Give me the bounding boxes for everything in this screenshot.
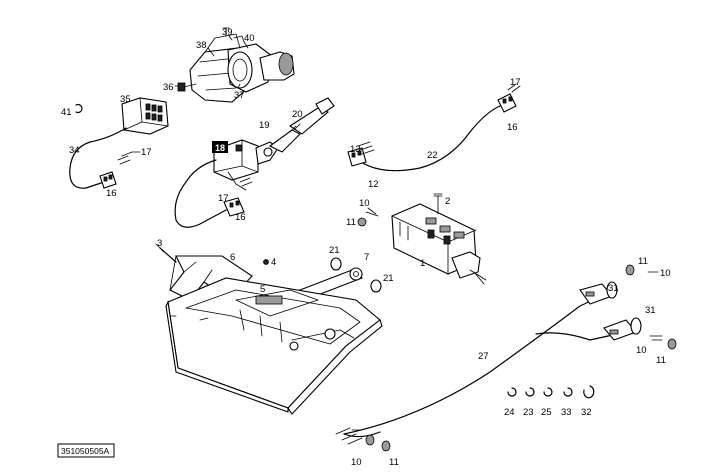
callout-16-left: 16: [106, 188, 117, 199]
callout-21-upper: 21: [329, 245, 340, 256]
callout-37: 37: [234, 90, 245, 101]
plugs-10-lower-left: [335, 427, 363, 445]
callout-10-bottom: 10: [351, 457, 362, 468]
callout-22: 22: [427, 150, 438, 161]
callout-24: 24: [504, 407, 515, 418]
bolt-3: [155, 243, 177, 263]
callout-19: 19: [259, 120, 270, 131]
callout-11-top-right: 11: [638, 256, 648, 267]
harness-stalk: [174, 159, 227, 228]
callout-10-mid-right: 10: [636, 345, 647, 356]
harness-27: [343, 291, 611, 435]
callout-20: 20: [292, 109, 303, 120]
callout-31-upper: 31: [608, 283, 619, 294]
bush-11-top-right: [625, 264, 635, 276]
callout-35: 35: [120, 94, 131, 105]
callout-41: 41: [61, 107, 72, 118]
callout-2: 2: [445, 196, 450, 207]
harness-34: [69, 127, 127, 189]
callout-17-left: 17: [141, 147, 152, 158]
callouts: 1 2 3 4 5 6 7 10 11 12 13 16 16 16 17 17…: [61, 27, 671, 468]
callout-17-right: 17: [510, 77, 521, 88]
leader-lines-switch: [174, 35, 249, 89]
callout-4: 4: [271, 257, 276, 268]
bushes-11-lower-left: [365, 434, 391, 452]
wiper-switch-assembly: [213, 97, 335, 181]
control-module-1: [391, 203, 487, 285]
callout-32: 32: [581, 407, 592, 418]
clip-10-module: [365, 207, 379, 217]
callout-18-highlighted: 18: [215, 143, 225, 153]
callout-3: 3: [157, 238, 162, 249]
callout-16-middle: 16: [235, 212, 246, 223]
plug-16-left: [99, 171, 117, 189]
callout-11-module: 11: [346, 217, 356, 228]
callout-40: 40: [244, 33, 255, 44]
drawing-reference-code: 351050505A: [61, 446, 110, 456]
callout-11-mid-right: 11: [656, 355, 666, 366]
callout-12: 12: [368, 179, 379, 190]
callout-16-right: 16: [507, 122, 518, 133]
connector-31-lower: [603, 317, 642, 341]
drawing-reference-box: 351050505A: [57, 443, 115, 458]
pin-10-mid-right: [649, 335, 663, 341]
callout-13: 13: [350, 144, 361, 155]
bush-11-module: [357, 217, 367, 227]
screw-2: [433, 193, 443, 215]
harness-27-tail: [343, 431, 381, 438]
harness-22: [357, 105, 501, 172]
callout-10-top-right: 10: [660, 268, 671, 279]
bush-21-upper: [330, 257, 342, 271]
callout-27: 27: [478, 351, 489, 362]
callout-31-lower: 31: [645, 305, 656, 316]
terminals-13: [357, 141, 375, 155]
column-switch-assembly: [177, 27, 295, 103]
plug-16-middle: [223, 197, 245, 217]
callout-23: 23: [523, 407, 534, 418]
callout-38: 38: [196, 40, 207, 51]
clip-41: [75, 103, 83, 114]
callout-34: 34: [69, 145, 80, 156]
callout-33: 33: [561, 407, 572, 418]
callout-11-bottom: 11: [389, 457, 399, 468]
clips-row: [507, 385, 595, 399]
callout-21-lower: 21: [383, 273, 394, 284]
nut-4: [263, 259, 269, 265]
callout-10-module: 10: [359, 198, 370, 209]
callout-36: 36: [163, 82, 174, 93]
callout-1: 1: [420, 258, 425, 269]
terminals-17-middle: [227, 171, 253, 191]
terminals-17-left: [117, 151, 141, 165]
bush-11-mid-right: [667, 338, 677, 350]
pedestal-housing: [165, 277, 383, 415]
connector-31-upper: [579, 281, 618, 305]
plug-16-right: [497, 93, 517, 113]
connector-35: [121, 97, 169, 135]
harness-27-branch: [535, 331, 627, 341]
callout-17-middle: 17: [218, 193, 229, 204]
callout-7: 7: [364, 252, 369, 263]
plug-12: [347, 147, 367, 167]
terminals-17-right: [507, 83, 521, 93]
callout-39: 39: [222, 27, 233, 38]
highlight-box-18: [212, 141, 228, 153]
bush-21-lower: [370, 279, 382, 293]
callout-25: 25: [541, 407, 552, 418]
callout-6: 6: [230, 252, 235, 263]
callout-5: 5: [260, 284, 265, 295]
